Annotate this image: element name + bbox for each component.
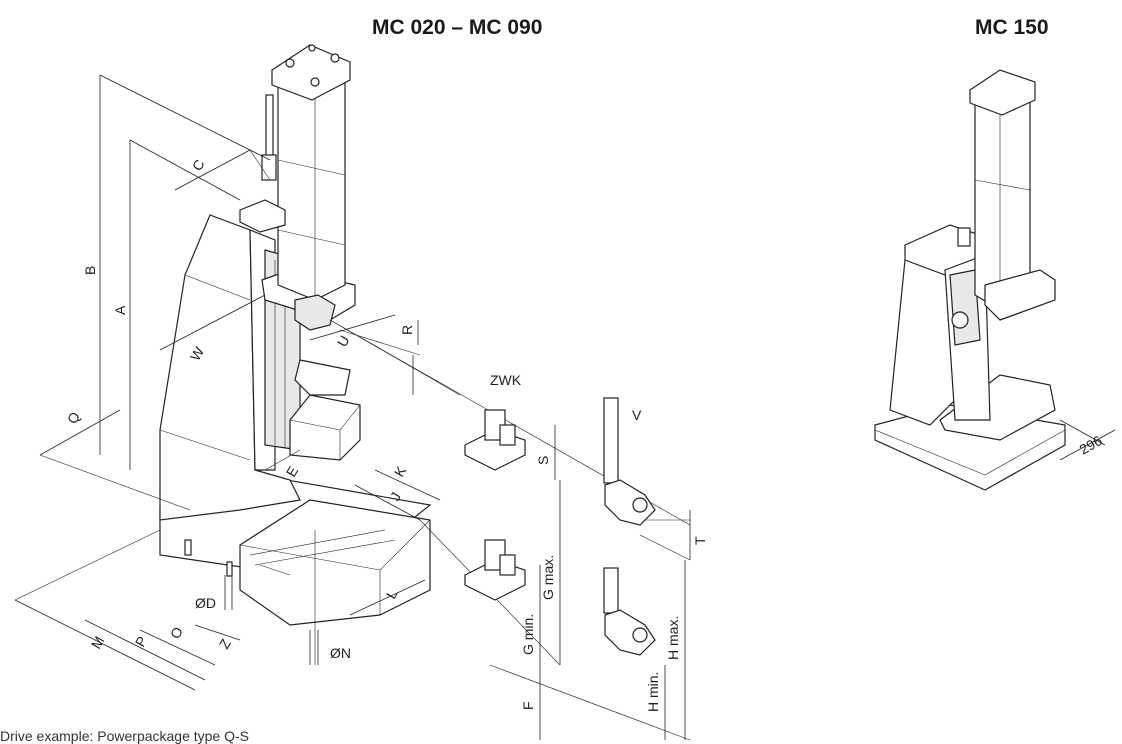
label-R: R xyxy=(399,325,415,335)
main-drawing-title: MC 020 – MC 090 xyxy=(372,16,543,39)
label-ZWK: ZWK xyxy=(490,372,522,388)
punch-head-upper xyxy=(604,479,656,526)
punch-holder xyxy=(294,359,351,396)
label-G-max: G max. xyxy=(540,555,556,600)
mc150-head xyxy=(984,269,1056,321)
label-E: E xyxy=(283,463,302,479)
label-A: A xyxy=(112,305,128,315)
punch-rod-lower xyxy=(603,567,619,614)
label-F: F xyxy=(520,701,536,710)
label-H-max: H max. xyxy=(665,616,681,660)
label-C: C xyxy=(189,157,208,174)
label-V: V xyxy=(632,407,642,423)
mc150-drawing xyxy=(874,69,1116,491)
side-drawing-title: MC 150 xyxy=(975,16,1049,39)
side-rod-clamp xyxy=(261,154,277,181)
rod-bracket xyxy=(239,199,286,233)
label-G-min: G min. xyxy=(520,614,536,655)
v-punches xyxy=(603,397,656,656)
drive-example-caption: Drive example: Powerpackage type Q-S xyxy=(0,728,249,744)
label-M: M xyxy=(88,633,108,651)
label-T: T xyxy=(692,536,708,545)
punch-rod-upper xyxy=(603,397,619,484)
label-S: S xyxy=(535,456,551,465)
label-B: B xyxy=(82,266,98,275)
main-press-drawing xyxy=(159,44,432,626)
mc150-table xyxy=(939,374,1056,441)
label-U: U xyxy=(334,333,353,350)
label-Z: Z xyxy=(216,636,234,652)
label-O: O xyxy=(167,624,186,642)
label-H-min: H min. xyxy=(645,672,661,712)
punch-head-lower xyxy=(604,609,656,656)
label-K: K xyxy=(391,463,410,480)
label-P: P xyxy=(132,633,151,649)
mc150-cylinder-cap xyxy=(969,69,1036,116)
press-table xyxy=(239,499,431,626)
label-OD: ØD xyxy=(195,595,216,611)
label-ON: ØN xyxy=(330,645,351,661)
punch-tip xyxy=(294,294,336,331)
label-296: 296 xyxy=(1077,432,1105,458)
label-Q: Q xyxy=(64,409,83,427)
zwk-tool-holders xyxy=(464,409,526,601)
